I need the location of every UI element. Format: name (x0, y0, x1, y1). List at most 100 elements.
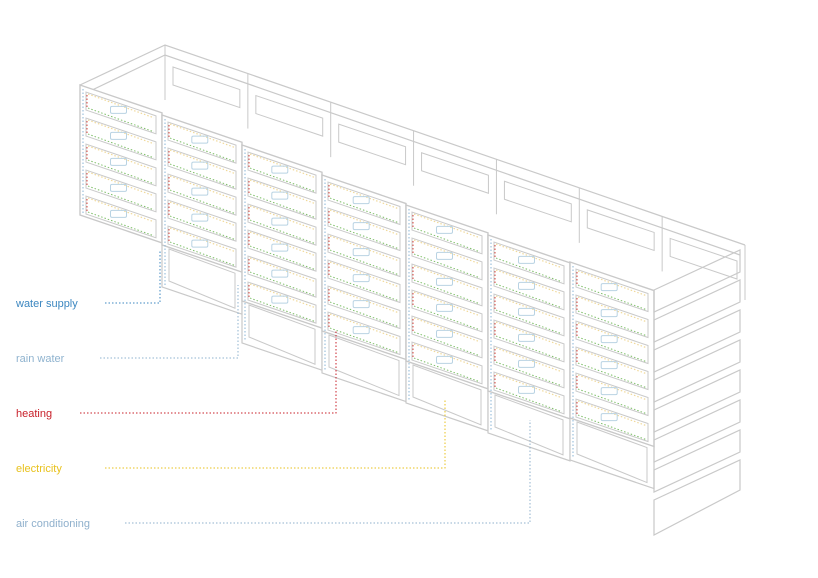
floor-line-green (329, 223, 399, 249)
unit-window (352, 248, 370, 257)
floor-line-green (577, 336, 647, 362)
floor-unit (493, 319, 565, 363)
floor-unit (493, 241, 565, 285)
floor-unit (575, 320, 649, 365)
floor-unit (167, 173, 237, 216)
floor-unit (493, 345, 565, 389)
floor-line-green (577, 388, 647, 414)
floor-line-green (87, 133, 155, 159)
floor-unit (411, 341, 483, 385)
floor-line-green (577, 284, 647, 310)
floor-unit (167, 225, 237, 268)
floor-line-green (495, 283, 563, 309)
floor-line-green (329, 301, 399, 327)
floor-line-yellow (249, 283, 315, 308)
end-bay (653, 279, 741, 343)
floor-unit (167, 147, 237, 190)
end-bay (653, 429, 741, 493)
unit-window (600, 309, 618, 318)
end-bay (653, 309, 741, 373)
floor-line-green (329, 275, 399, 301)
leader-line-electricity (105, 400, 446, 469)
floor-unit (411, 237, 483, 281)
floor-line-green (249, 193, 315, 218)
unit-window (271, 165, 289, 174)
floor-unit (247, 281, 317, 324)
floor-line-green (577, 362, 647, 388)
floor-line-green (413, 305, 481, 331)
floor-line-green (169, 241, 235, 266)
end-bay (653, 369, 741, 433)
unit-window (191, 187, 209, 196)
floor-line-green (169, 137, 235, 162)
floor-unit (575, 294, 649, 339)
floor-line-green (87, 185, 155, 211)
service-lines (80, 250, 531, 524)
unit-window (600, 335, 618, 344)
floor-line-green (249, 167, 315, 192)
floor-unit (327, 233, 401, 278)
floor-line-green (169, 189, 235, 214)
floor-unit (575, 398, 649, 443)
rear-window-cell (172, 66, 241, 109)
unit-window (518, 333, 535, 342)
end-bay (653, 399, 741, 463)
rear-window-cell (669, 237, 738, 280)
floor-unit (85, 195, 157, 239)
unit-window (271, 295, 289, 304)
floor-line-green (249, 245, 315, 270)
rear-window-cell (586, 209, 655, 252)
legend: water supply rain water heating electric… (15, 298, 90, 530)
floor-unit (493, 293, 565, 337)
floor-unit (411, 315, 483, 359)
unit-window (352, 196, 370, 205)
floor-line-green (413, 357, 481, 383)
floor-unit (493, 267, 565, 311)
end-base (653, 459, 741, 536)
floor-line-yellow (249, 205, 315, 230)
floor-unit (493, 371, 565, 415)
unit-window (518, 385, 535, 394)
rear-window-cell (255, 94, 324, 137)
floor-unit (247, 229, 317, 272)
floor-unit (85, 143, 157, 187)
unit-window (271, 217, 289, 226)
floor-line-yellow (169, 201, 235, 226)
floor-line-green (87, 159, 155, 185)
floor-line-yellow (249, 179, 315, 204)
floor-line-green (249, 219, 315, 244)
floor-line-yellow (169, 227, 235, 252)
tower-base-opening (168, 248, 236, 309)
floor-unit (327, 207, 401, 252)
floor-line-green (413, 279, 481, 305)
unit-window (436, 329, 453, 338)
building-structure (79, 44, 746, 536)
floor-unit (85, 117, 157, 161)
unit-window (191, 213, 209, 222)
unit-window (110, 157, 127, 166)
legend-electricity: electricity (16, 463, 62, 475)
floor-line-green (413, 331, 481, 357)
unit-window (352, 326, 370, 335)
floor-line-green (249, 297, 315, 322)
floor-unit (411, 211, 483, 255)
floor-unit (327, 181, 401, 226)
floor-unit (247, 203, 317, 246)
unit-window (518, 307, 535, 316)
tower-base-opening (576, 421, 648, 484)
floor-line-yellow (169, 149, 235, 174)
leader-line-heating (80, 330, 337, 414)
floor-unit (327, 285, 401, 330)
unit-window (600, 361, 618, 370)
unit-window (191, 161, 209, 170)
floor-line-green (413, 227, 481, 253)
floor-line-green (495, 309, 563, 335)
unit-window (191, 239, 209, 248)
unit-window (271, 269, 289, 278)
unit-window (600, 413, 618, 422)
floor-unit (327, 311, 401, 356)
floor-line-yellow (249, 257, 315, 282)
unit-window (271, 191, 289, 200)
